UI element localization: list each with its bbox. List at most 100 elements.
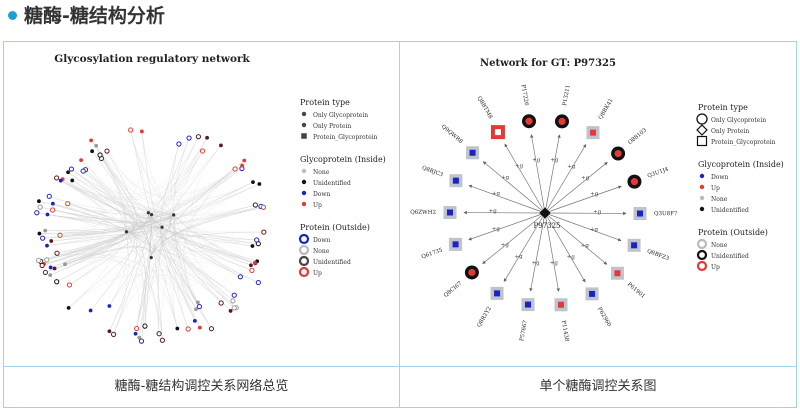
overview-edge xyxy=(173,143,255,263)
overview-node xyxy=(175,326,180,331)
overview-edge xyxy=(173,214,189,330)
overview-legend-label: Protein_Glycoprotein xyxy=(313,134,378,141)
overview-node xyxy=(45,212,50,217)
overview-legend-marker xyxy=(298,255,310,267)
gt-edge xyxy=(468,184,546,214)
gt-edges: +g+g+g+g+g+g+g+g+g+g+g+g+g+g+g+g+g+g xyxy=(463,134,627,292)
overview-edge xyxy=(173,214,235,309)
gt-node-label: O88103 xyxy=(627,127,648,146)
overview-edge xyxy=(51,226,163,242)
overview-edge xyxy=(109,231,128,307)
overview-node xyxy=(139,129,144,134)
gt-node-core xyxy=(630,178,639,186)
gt-edge xyxy=(482,212,546,265)
gt-edge xyxy=(544,212,608,265)
overview-hub-node xyxy=(172,213,176,217)
overview-node xyxy=(242,158,247,163)
overview-edge xyxy=(191,145,241,277)
overview-edge xyxy=(40,241,100,262)
gt-legend-marker xyxy=(696,113,708,125)
gt-edge-label: +g xyxy=(492,191,501,197)
overview-node xyxy=(156,331,162,337)
gt-edge xyxy=(544,212,586,283)
gt-edge-label: +g xyxy=(501,175,510,181)
overview-node xyxy=(37,199,41,204)
page-title: 糖酶-糖结构分析 xyxy=(24,5,165,27)
overview-node xyxy=(48,265,53,270)
overview-edge xyxy=(68,214,174,309)
gt-legend-label: Only Glycoprotein xyxy=(711,117,766,124)
overview-edge xyxy=(90,140,196,321)
gt-edge xyxy=(529,212,546,292)
overview-node xyxy=(186,135,192,141)
overview-node xyxy=(219,143,223,148)
overview-edge xyxy=(62,150,203,201)
overview-legend-heading: Glycoprotein (Inside) xyxy=(300,155,386,164)
overview-edge xyxy=(85,169,235,309)
overview-edge xyxy=(91,151,174,216)
overview-hub-node xyxy=(149,255,153,260)
overview-legend-marker xyxy=(301,179,307,185)
overview-node xyxy=(134,325,140,332)
overview-caption: 糖酶-糖结构调控关系网络总览 xyxy=(114,379,289,394)
gt-legend-marker xyxy=(696,238,708,250)
overview-node xyxy=(68,166,75,172)
gt-edge-label: +g xyxy=(492,227,501,233)
overview-node xyxy=(34,210,40,216)
overview-node xyxy=(70,178,75,183)
gt-edge xyxy=(544,185,622,214)
overview-edge xyxy=(126,231,237,308)
gt-edge-label: +g xyxy=(581,243,590,249)
overview-node xyxy=(249,263,253,268)
overview-node xyxy=(231,305,237,311)
gt-node-label: Q8BFZ3 xyxy=(646,248,670,262)
overview-edge xyxy=(173,214,212,329)
gt-node-label: Q3U1J4 xyxy=(647,166,670,179)
overview-node xyxy=(66,170,70,175)
overview-edge xyxy=(42,256,140,329)
overview-legend-label: Up xyxy=(313,270,322,277)
gt-edge-label: +g xyxy=(532,157,541,163)
gt-legend-marker xyxy=(696,135,708,147)
gt-edge-label: +g xyxy=(590,227,599,233)
gt-edge-label: +g xyxy=(501,242,510,248)
gt-node-core xyxy=(447,209,454,216)
overview-node xyxy=(104,148,110,154)
gt-edge xyxy=(544,161,608,214)
gt-node-core xyxy=(631,242,638,249)
gt-node-core xyxy=(452,241,459,248)
overview-edge xyxy=(130,129,236,194)
gt-node-core xyxy=(469,149,476,156)
overview-node xyxy=(231,292,237,298)
gt-edge-label: +g xyxy=(567,164,576,170)
overview-node xyxy=(97,152,103,158)
panel-divider xyxy=(399,42,400,407)
gt-edge-label: +g xyxy=(593,209,602,215)
overview-edge xyxy=(148,212,197,310)
overview-edge xyxy=(60,180,110,286)
overview-node xyxy=(44,257,50,263)
overview-node xyxy=(94,143,99,148)
overview-edge xyxy=(50,251,104,276)
caption-divider xyxy=(4,366,796,367)
overview-edge xyxy=(183,160,245,303)
gt-edge xyxy=(468,212,546,241)
overview-node xyxy=(45,243,49,248)
overview-node xyxy=(196,303,203,310)
overview-edge xyxy=(38,253,201,328)
overview-edge xyxy=(157,214,174,334)
section-header: 糖酶-糖结构分析 xyxy=(0,0,800,40)
overview-node xyxy=(228,309,233,313)
gt-node-label: Q9QWR8 xyxy=(440,124,464,146)
overview-edge xyxy=(136,242,259,329)
overview-node xyxy=(49,239,54,243)
overview-node xyxy=(194,307,198,312)
overview-node xyxy=(39,262,45,269)
overview-edge xyxy=(59,233,108,236)
gt-legend-label: Unidentified xyxy=(711,253,749,260)
overview-node xyxy=(237,274,243,280)
bullet-icon xyxy=(8,11,17,20)
gt-edge-label: +g xyxy=(590,191,599,197)
gt-legend-label: Down xyxy=(711,174,729,181)
